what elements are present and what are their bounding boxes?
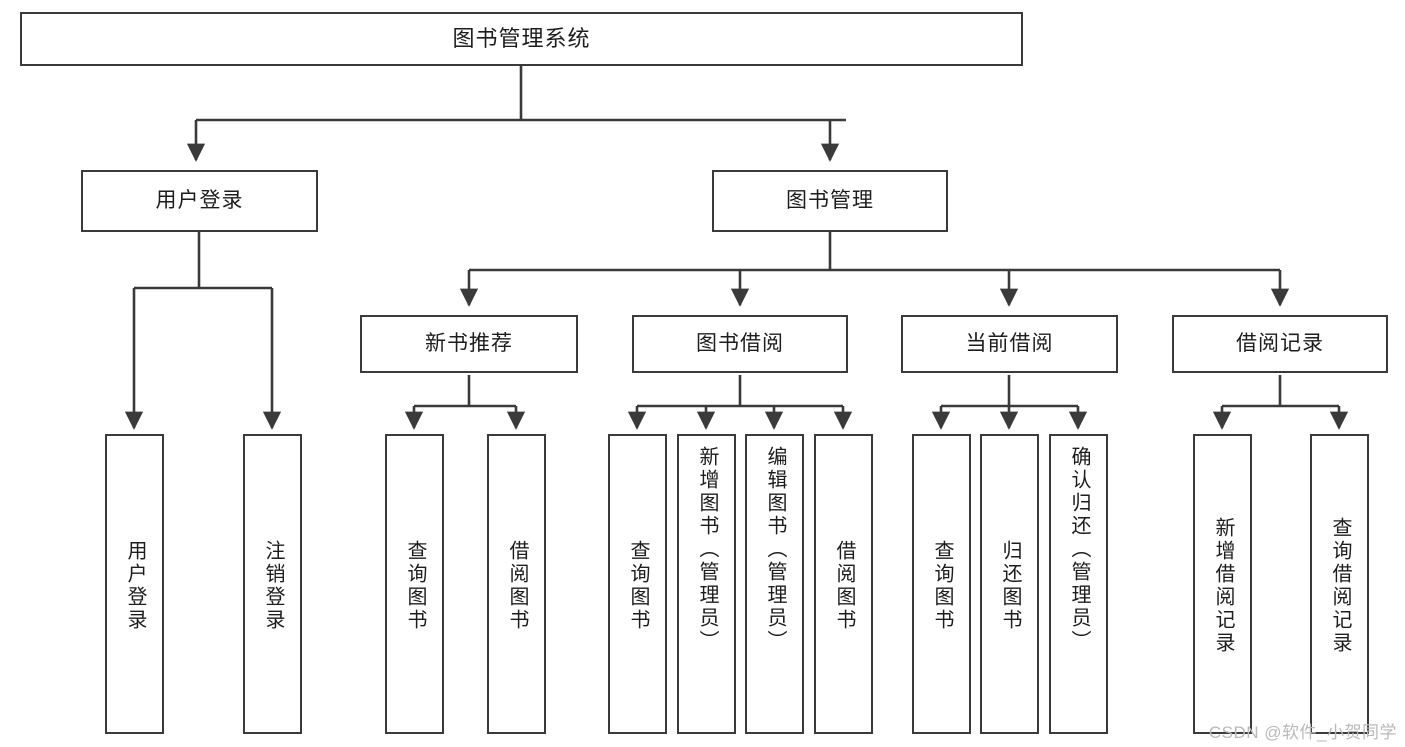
leaf-label: 编辑图书（管理员）: [764, 446, 786, 653]
leaf-book-borrow-query[interactable]: 查询图书: [608, 434, 667, 734]
leaf-book-borrow-add[interactable]: 新增图书（管理员）: [677, 434, 736, 734]
leaf-text-wrap: 查询借阅记录: [1312, 440, 1367, 732]
leaf-text-wrap: 归还图书: [982, 440, 1037, 732]
leaf-text-wrap: 新增图书（管理员）: [679, 440, 734, 732]
node-label: 图书管理系统: [452, 25, 591, 51]
node-label: 借阅记录: [1236, 332, 1324, 356]
leaf-label: 确认归还（管理员）: [1068, 446, 1090, 653]
leaf-text-wrap: 借阅图书: [489, 440, 544, 732]
leaf-text-wrap: 查询图书: [610, 440, 665, 732]
leaf-user-login-login[interactable]: 用户登录: [105, 434, 164, 734]
node-label: 图书借阅: [696, 332, 784, 356]
leaf-text-wrap: 查询图书: [387, 440, 442, 732]
leaf-text-wrap: 新增借阅记录: [1195, 440, 1250, 732]
node-label: 当前借阅: [965, 332, 1054, 356]
node-book-borrow[interactable]: 图书借阅: [632, 315, 848, 373]
leaf-text-wrap: 查询图书: [914, 440, 969, 732]
leaf-label: 新增借阅记录: [1212, 517, 1234, 655]
leaf-current-borrow-confirm[interactable]: 确认归还（管理员）: [1049, 434, 1108, 734]
leaf-label: 注销登录: [262, 540, 284, 632]
leaf-label: 借阅图书: [833, 540, 855, 632]
node-label: 新书推荐: [425, 332, 513, 356]
leaf-borrow-record-query[interactable]: 查询借阅记录: [1310, 434, 1369, 734]
leaf-current-borrow-return[interactable]: 归还图书: [980, 434, 1039, 734]
node-new-book-recommend[interactable]: 新书推荐: [360, 315, 578, 373]
node-label: 图书管理: [786, 189, 874, 213]
node-user-login[interactable]: 用户登录: [81, 170, 318, 232]
node-book-management[interactable]: 图书管理: [712, 170, 948, 232]
leaf-borrow-record-add[interactable]: 新增借阅记录: [1193, 434, 1252, 734]
leaf-user-login-logout[interactable]: 注销登录: [243, 434, 302, 734]
leaf-label: 新增图书（管理员）: [696, 446, 718, 653]
leaf-label: 查询图书: [627, 540, 649, 632]
leaf-current-borrow-query[interactable]: 查询图书: [912, 434, 971, 734]
csdn-watermark: CSDN @软件_小贺同学: [1208, 723, 1397, 742]
leaf-label: 查询借阅记录: [1329, 517, 1351, 655]
leaf-text-wrap: 编辑图书（管理员）: [747, 440, 802, 732]
node-root-system[interactable]: 图书管理系统: [20, 12, 1023, 66]
node-borrow-record[interactable]: 借阅记录: [1172, 315, 1388, 373]
node-label: 用户登录: [155, 189, 244, 213]
leaf-text-wrap: 确认归还（管理员）: [1051, 440, 1106, 732]
leaf-label: 用户登录: [124, 540, 146, 632]
leaf-label: 归还图书: [999, 540, 1021, 632]
leaf-new-book-borrow[interactable]: 借阅图书: [487, 434, 546, 734]
leaf-label: 查询图书: [931, 540, 953, 632]
leaf-text-wrap: 注销登录: [245, 440, 300, 732]
leaf-text-wrap: 借阅图书: [816, 440, 871, 732]
leaf-book-borrow-borrow[interactable]: 借阅图书: [814, 434, 873, 734]
leaf-label: 借阅图书: [506, 540, 528, 632]
leaf-book-borrow-edit[interactable]: 编辑图书（管理员）: [745, 434, 804, 734]
leaf-new-book-query[interactable]: 查询图书: [385, 434, 444, 734]
leaf-label: 查询图书: [404, 540, 426, 632]
leaf-text-wrap: 用户登录: [107, 440, 162, 732]
node-current-borrow[interactable]: 当前借阅: [901, 315, 1118, 373]
